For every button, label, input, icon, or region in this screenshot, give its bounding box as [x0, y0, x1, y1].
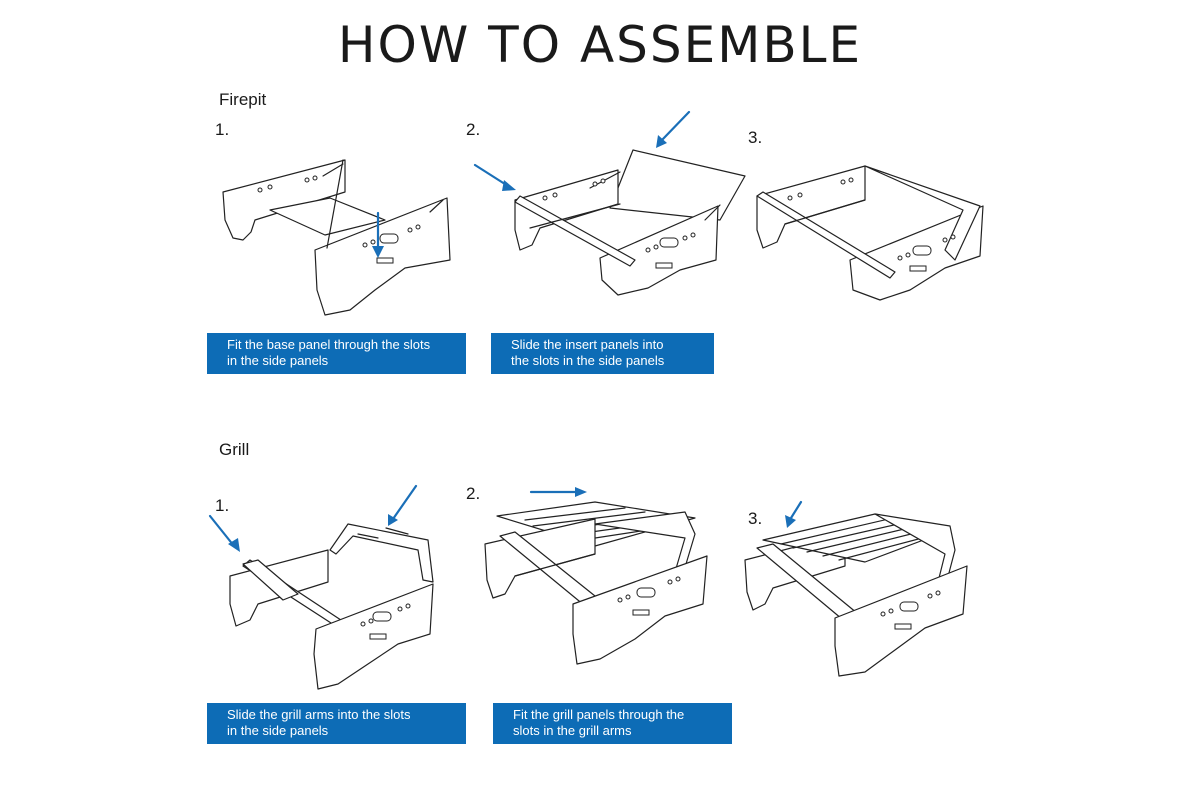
grill-step-3-number: 3. — [748, 509, 763, 528]
firepit-step-3-number: 3. — [748, 128, 763, 147]
section-label-firepit: Firepit — [219, 90, 267, 109]
back-side-panel — [514, 169, 619, 251]
firepit-step-1-illustration — [222, 159, 451, 316]
down-left-arrow-icon — [785, 500, 803, 528]
right-down-arrow-icon — [473, 163, 516, 191]
grill-step-3-illustration — [744, 500, 968, 677]
grill-arm — [329, 523, 434, 583]
firepit-step-1-caption: Fit the base panel through the slots in … — [207, 333, 466, 374]
right-down-arrow-icon — [208, 514, 240, 552]
grill-step-2-number: 2. — [466, 484, 481, 503]
left-down-arrow-icon — [388, 484, 418, 526]
section-label-grill: Grill — [219, 440, 250, 459]
base-panel — [269, 197, 386, 236]
right-arrow-icon — [529, 487, 587, 497]
firepit-step-2-number: 2. — [466, 120, 481, 139]
left-insert-panel — [514, 195, 636, 267]
insert-panel — [609, 149, 746, 221]
firepit-step-1-number: 1. — [215, 120, 230, 139]
grill-arm-left — [242, 559, 299, 601]
firepit-step-3-illustration — [756, 165, 984, 301]
front-side-panel — [599, 205, 719, 296]
left-down-arrow-icon — [656, 110, 691, 148]
down-arrow-icon — [372, 211, 384, 258]
grill-step-1-caption: Slide the grill arms into the slots in t… — [207, 703, 466, 744]
grill-step-1-number: 1. — [215, 496, 230, 515]
grill-step-2-illustration — [484, 487, 708, 665]
firepit-step-2-illustration — [473, 110, 746, 296]
page-title: HOW TO ASSEMBLE — [337, 16, 863, 74]
front-side-panel — [834, 565, 968, 677]
back-side-panel — [756, 165, 866, 249]
grill-step-2-caption: Fit the grill panels through the slots i… — [493, 703, 732, 744]
grill-step-1-illustration — [208, 484, 434, 690]
left-insert-panel — [756, 191, 896, 279]
firepit-step-2-caption: Slide the insert panels into the slots i… — [491, 333, 714, 374]
